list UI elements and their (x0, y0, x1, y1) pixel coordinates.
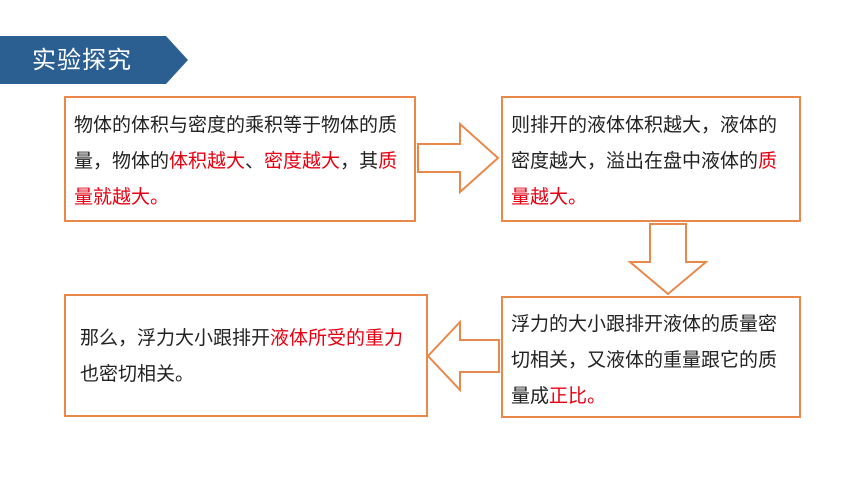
step-box-buoyancy-mass: 浮力的大小跟排开液体的质量密切相关，又液体的重量跟它的质量成正比。 (501, 296, 801, 418)
step-box-displaced-liquid: 则排开的液体体积越大，液体的密度越大，溢出在盘中液体的质量越大。 (501, 96, 801, 222)
box2-text-1: 则排开的液体体积越大，液体的密度越大，溢出在盘中液体的 (511, 114, 778, 172)
arrow-left (426, 319, 500, 393)
box4-text-1: 那么，浮力大小跟排开 (80, 327, 271, 349)
banner-shape (0, 36, 188, 84)
step-box-volume-density: 物体的体积与密度的乘积等于物体的质量，物体的体积越大、密度越大，其质量就越大。 (64, 96, 416, 222)
box4-text-2: 也密切相关。 (80, 363, 195, 385)
arrow-down (627, 223, 709, 296)
box1-highlight-mass: 质量就越大。 (74, 150, 398, 208)
box1-highlight-density: 密度越大 (264, 150, 341, 172)
box1-highlight-volume: 体积越大 (169, 150, 246, 172)
box1-text-3: ，其 (340, 150, 379, 172)
page-title: 实验探究 (32, 46, 132, 74)
box2-highlight-mass: 质量越大。 (511, 150, 778, 208)
box1-text-2: 、 (245, 150, 265, 172)
title-banner: 实验探究 (0, 36, 190, 84)
step-box-conclusion: 那么，浮力大小跟排开液体所受的重力也密切相关。 (64, 294, 428, 417)
box1-text-1: 物体的体积与密度的乘积等于物体的质量，物体的 (74, 114, 398, 172)
box4-highlight-gravity: 液体所受的重力 (270, 327, 404, 349)
arrow-right (417, 121, 500, 195)
box3-highlight-proportional: 正比。 (549, 385, 607, 407)
box3-text-1: 浮力的大小跟排开液体的质量密切相关，又液体的重量跟它的质量成 (511, 313, 778, 407)
